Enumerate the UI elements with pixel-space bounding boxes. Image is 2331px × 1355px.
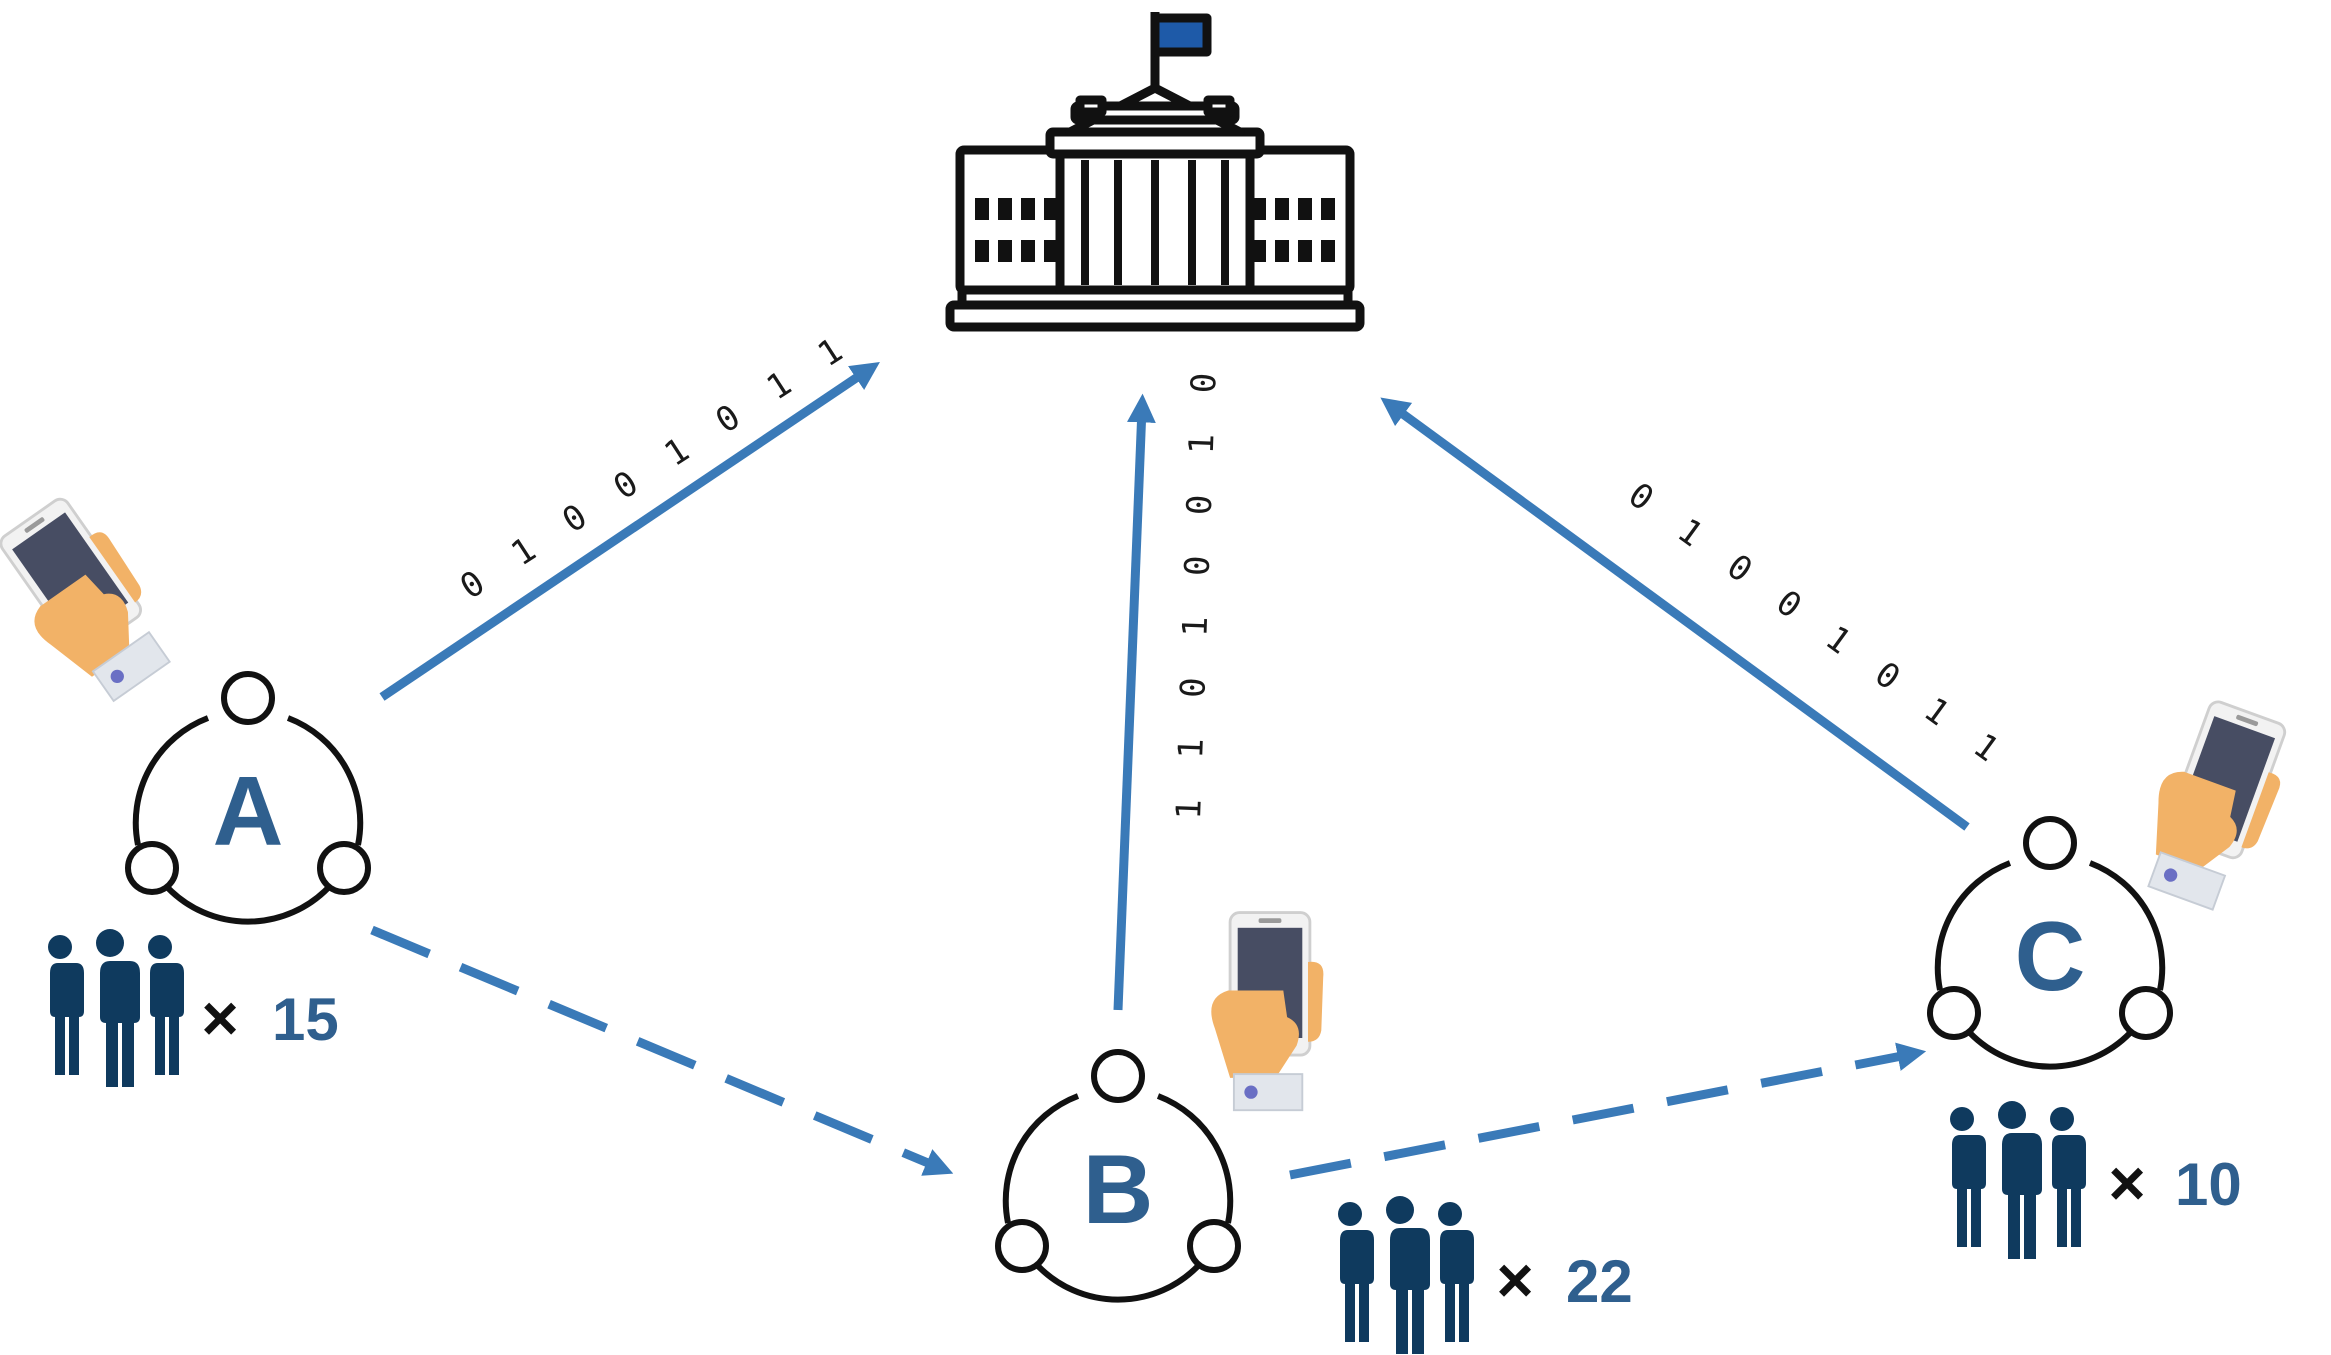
people-group-icon — [44, 929, 184, 1087]
node-count-a: 15 — [272, 986, 339, 1053]
peer-arrow-b-c — [1289, 1042, 1927, 1180]
multiply-symbol-a: × — [201, 982, 238, 1054]
node-label-b: B — [1083, 1134, 1154, 1244]
multiply-symbol-c: × — [2108, 1147, 2145, 1219]
node-a: A — [128, 674, 368, 922]
upload-arrow-a — [379, 361, 880, 701]
node-label-c: C — [2015, 901, 2086, 1011]
people-group-icon — [1334, 1196, 1474, 1354]
upload-bits-b: 1 1 0 1 0 0 1 0 — [1169, 362, 1225, 820]
hand-holding-phone-icon — [2125, 691, 2302, 919]
node-c: C — [1930, 819, 2170, 1067]
people-group-icon — [1946, 1101, 2086, 1259]
hand-holding-phone-icon — [0, 486, 189, 716]
node-label-a: A — [213, 756, 284, 866]
upload-bits-c: 0 1 0 0 1 0 1 1 — [1621, 475, 2014, 776]
node-count-c: 10 — [2175, 1151, 2242, 1218]
multiply-symbol-b: × — [1496, 1244, 1533, 1316]
node-b: B — [998, 1052, 1238, 1300]
government-building-icon — [945, 12, 1365, 332]
hand-holding-phone-icon — [1209, 911, 1325, 1112]
node-count-b: 22 — [1566, 1248, 1633, 1315]
upload-arrow-b — [1113, 393, 1156, 1011]
upload-bits-a: 0 1 0 0 1 0 1 1 — [453, 325, 858, 607]
upload-arrow-c — [1380, 397, 1970, 831]
peer-arrow-a-b — [370, 925, 954, 1176]
